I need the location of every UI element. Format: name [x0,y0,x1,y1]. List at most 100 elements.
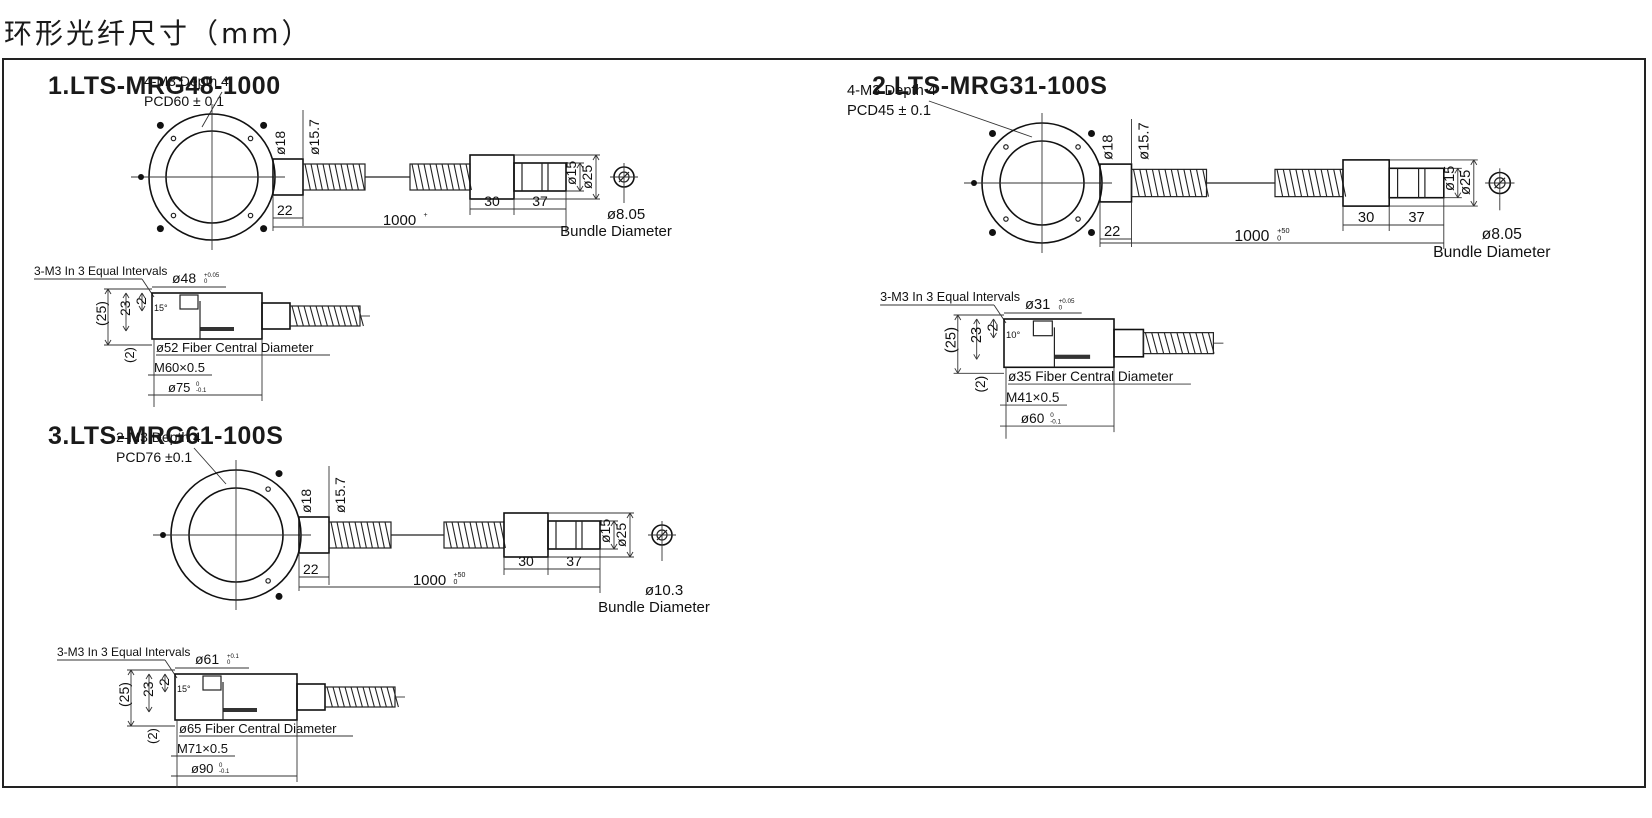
thread-stripe [487,521,494,549]
drawing-rect [1003,318,1115,369]
diagram-frame [2,58,1646,788]
diffuser-strip [223,708,257,712]
thread-stripe [328,163,335,191]
thread-note: PCD76 ±0.1 [116,449,192,465]
thread-stripe [378,521,385,549]
thread-stripe [1195,332,1203,354]
thread-stripe [1207,332,1215,354]
height-23-label: 23 [969,327,985,343]
thread-stripe [339,305,346,327]
drawing-line [957,368,962,374]
tolerance-lower: 0 [204,279,208,285]
bundle-diameter-value: ø10.3 [645,582,683,599]
length-37-label: 37 [1408,210,1424,226]
height-2-label: 2 [156,678,172,686]
thread-stripe [304,163,311,191]
drawing-line [122,325,127,332]
diffuser-strip [200,327,234,331]
thread-stripe [344,686,351,708]
thread-stripe [362,686,369,708]
screw-head-icon [275,470,283,478]
thread-stripe [453,163,460,191]
diffuser-strip [1054,354,1091,359]
drawing-line [1494,177,1506,189]
drawing-circle [265,578,271,584]
tolerance-lower: -0.1 [219,769,230,775]
drawing-rect [151,292,263,340]
height-25-label: (25) [93,301,109,326]
thread-stripe [1151,169,1159,197]
tolerance-upper: +50 [1277,226,1289,235]
screw-head-icon [260,121,268,129]
thread-stripe [493,521,500,549]
thread-stripe [475,521,482,549]
drawing-line [130,669,135,676]
drawing-line [976,318,981,325]
drawing-circle [247,212,254,219]
thread-note: 4-M3 Depth 4 [144,73,229,89]
thread-stripe [451,521,458,549]
thread-stripe [1201,332,1209,354]
thread-stripe [386,686,393,708]
drawing-rect [513,162,567,192]
bundle-diameter-label: Bundle Diameter [1433,244,1550,261]
fiber-central-diameter-label: ø65 Fiber Central Diameter [179,721,337,736]
drawing-line [164,673,169,680]
thread-stripe [352,163,359,191]
side-thread-note: 3-M3 In 3 Equal Intervals [880,290,1020,304]
drawing-line [1473,200,1478,207]
tolerance-upper: +0.1 [227,654,240,660]
thread-note: 4-M3 Depth 4 [847,83,936,99]
tolerance-upper: + [424,212,428,219]
drawing-line [576,185,581,192]
drawing-line [107,339,112,346]
product-title-3: 3.LTS-MRG61-100S [48,422,284,450]
drawing-line [127,720,132,727]
length-37-label: 37 [566,553,582,569]
thread-stripe [348,521,355,549]
thread-stripe [1301,169,1309,197]
drawing-line [595,193,600,200]
mounting-thread-label: M60×0.5 [154,360,205,375]
screw-head-icon [1087,130,1095,138]
drawing-rect [1388,167,1445,199]
thread-stripe [1202,169,1210,197]
thread-stripe [326,686,333,708]
thread-stripe [384,521,391,549]
thread-stripe [1177,169,1184,197]
drawing-line [579,162,584,169]
drawing-circle [1075,144,1081,150]
drawing-line [613,520,618,527]
tolerance-upper: 0 [196,382,200,388]
hose-diameter-label: ø15.7 [1136,122,1152,160]
thread-stripe [303,305,310,327]
screw-head-icon [971,180,977,186]
thread-stripe [1183,169,1191,197]
tolerance-label: 0-0.1 [219,763,230,775]
drawing-line [122,292,127,299]
thread-stripe [340,163,347,191]
drawing-line [626,512,631,519]
thread-stripe [1314,169,1322,197]
side-thread-note: 3-M3 In 3 Equal Intervals [34,264,167,278]
bottom-height-label: (2) [122,347,137,363]
drawing-line [954,368,959,374]
thread-stripe [459,163,466,191]
height-25-label: (25) [944,327,960,353]
drawing-line [1454,192,1459,198]
thread-stripe [457,521,464,549]
drawing-line [148,706,153,713]
drawing-line [954,314,959,321]
thread-stripe [1163,332,1171,354]
height-25-label: (25) [116,682,132,707]
drawing-line [579,185,584,192]
thread-stripe [374,686,381,708]
bundle-diameter-value: ø8.05 [1482,226,1523,243]
bundle-diameter-label: Bundle Diameter [560,223,672,240]
tolerance-label: 0-0.1 [1050,412,1061,425]
angle-label: 15° [154,303,168,313]
length-22-label: 22 [1104,224,1120,240]
